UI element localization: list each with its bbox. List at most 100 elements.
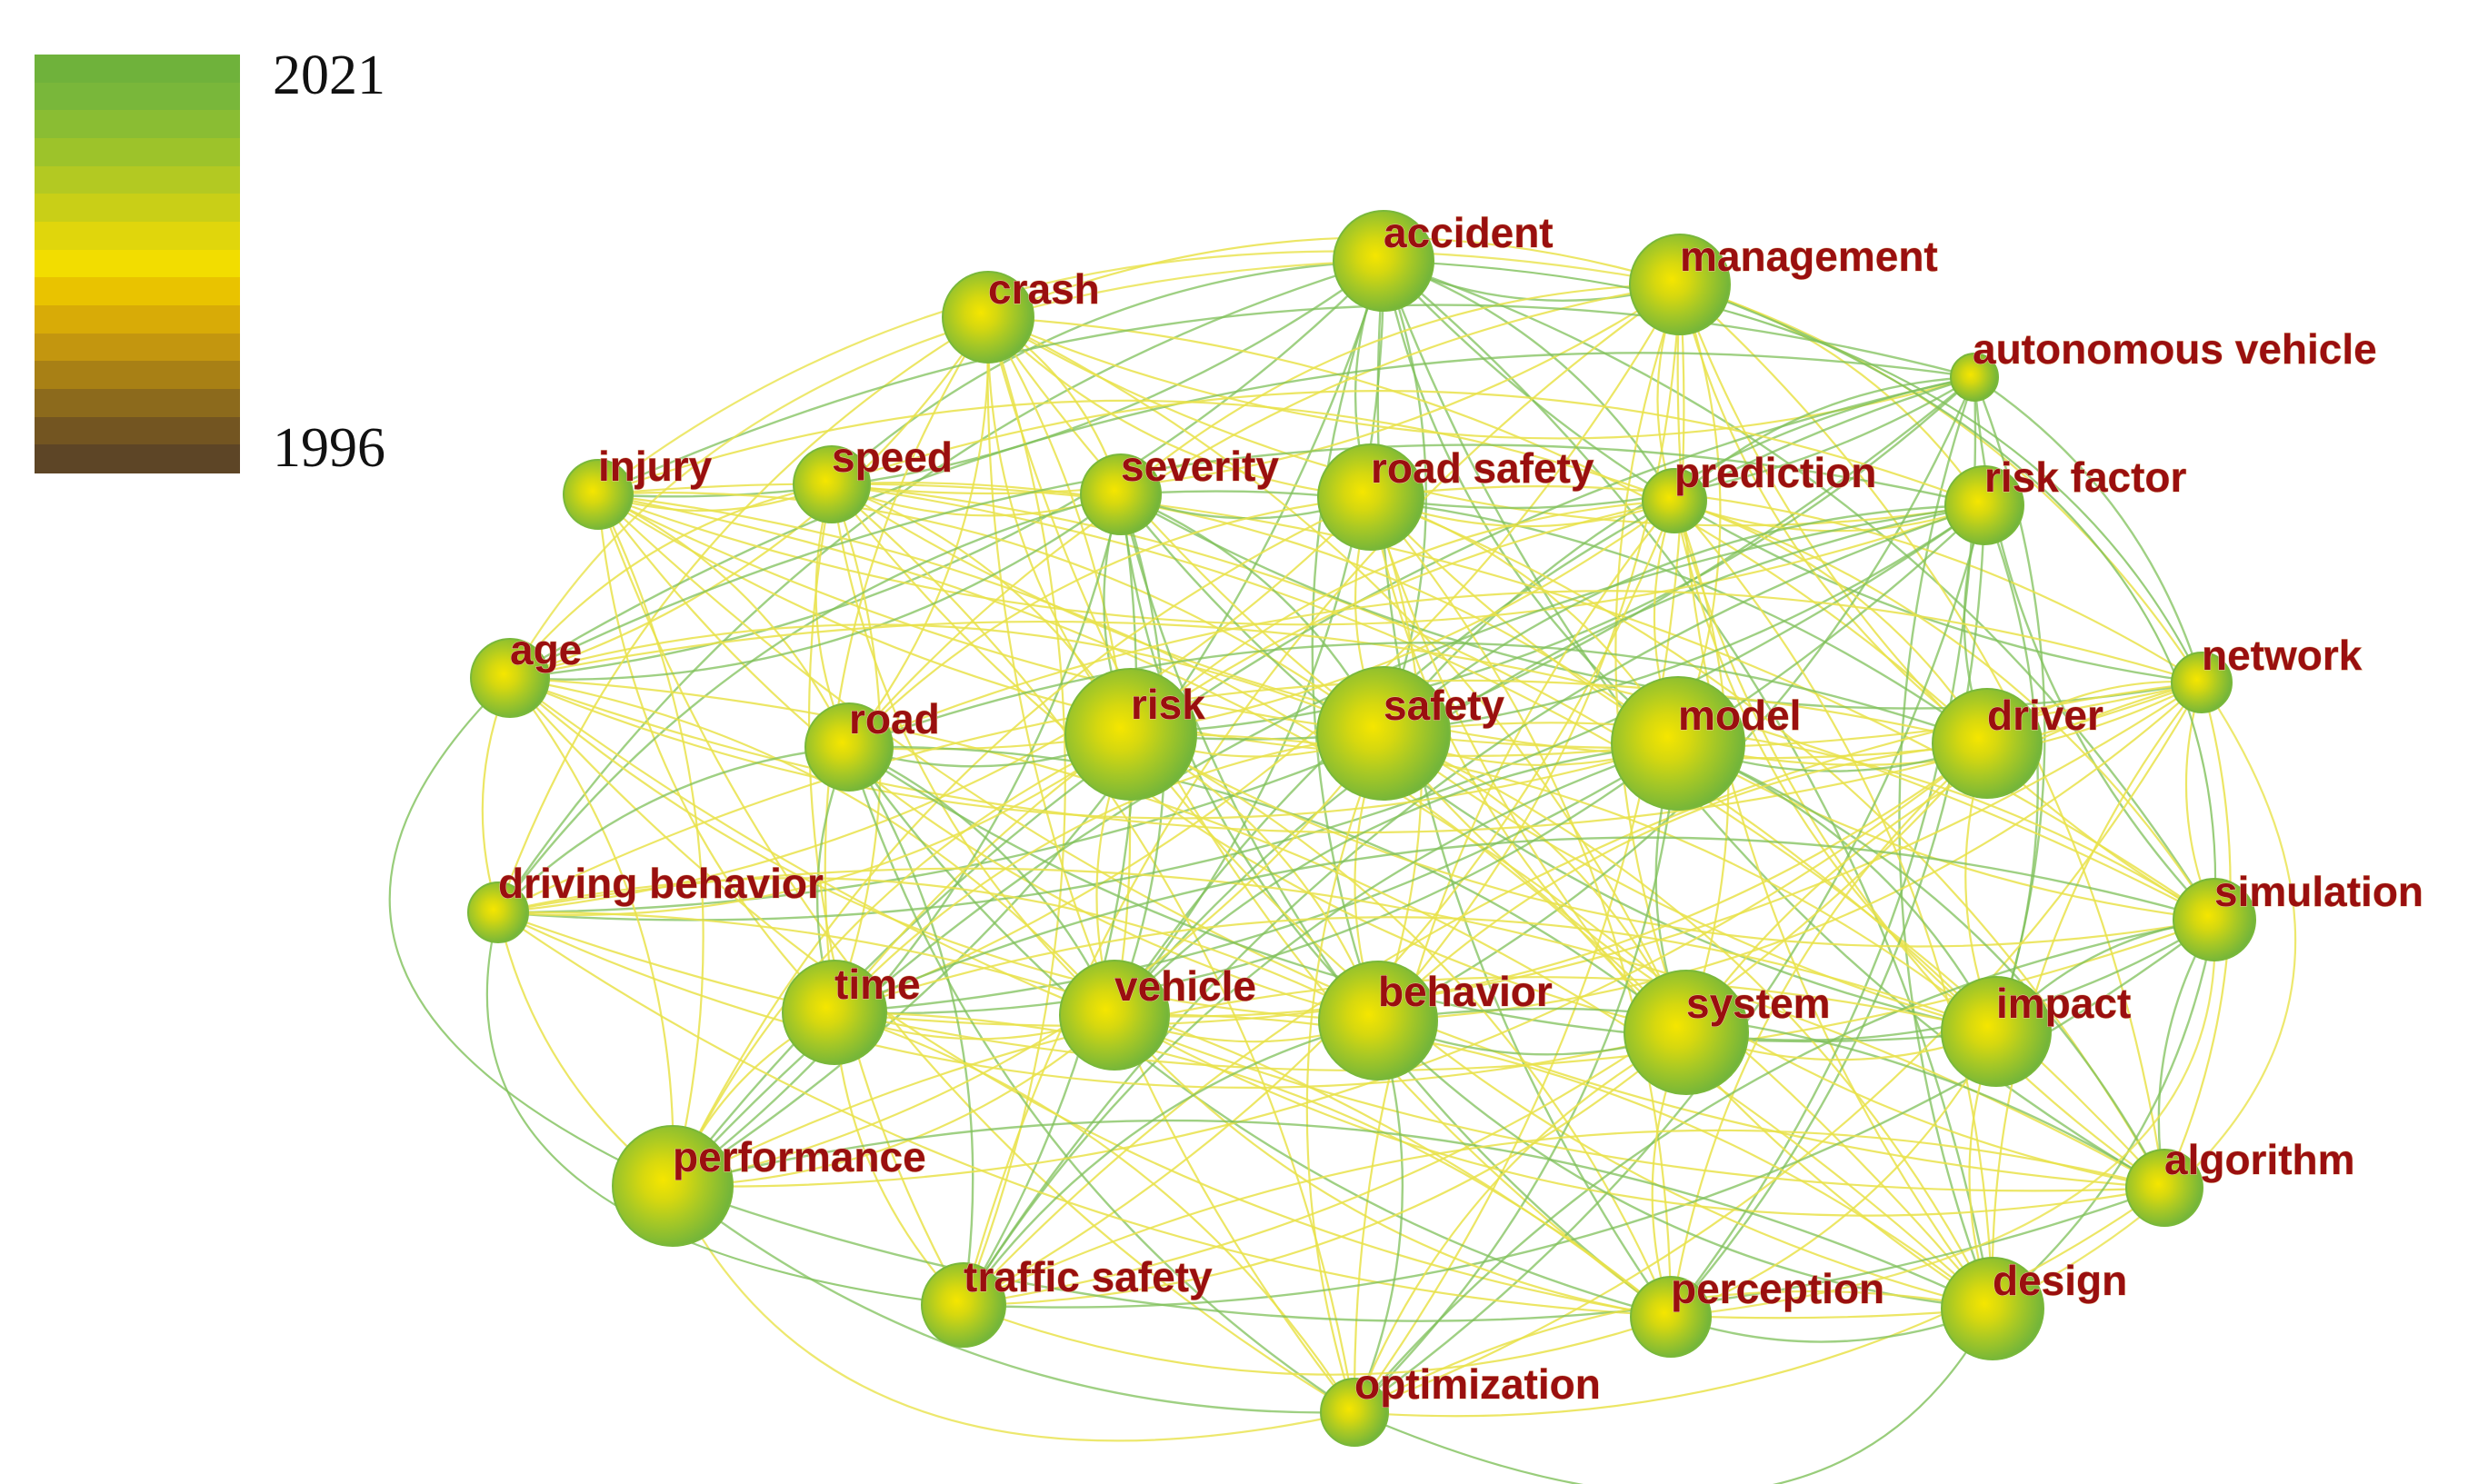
cooccurrence-edge: [1311, 260, 1385, 1021]
node-circle: [1611, 676, 1745, 811]
cooccurrence-edge: [1383, 260, 1994, 1310]
cooccurrence-edge: [834, 1011, 1672, 1318]
node-accident: accident: [1333, 209, 1554, 312]
node-simulation: simulation: [2173, 868, 2424, 961]
node-vehicle: vehicle: [1059, 960, 1257, 1071]
cooccurrence-edge: [1377, 742, 1988, 1021]
cooccurrence-edge: [509, 677, 2165, 1192]
cooccurrence-edge: [1377, 284, 1682, 1021]
node-label: prediction: [1674, 449, 1876, 496]
legend-band: [35, 277, 240, 306]
node-severity: severity: [1080, 443, 1280, 535]
cooccurrence-edge: [1130, 733, 1673, 1318]
node-label: risk: [1131, 681, 1205, 728]
cooccurrence-edge: [509, 676, 1993, 1310]
node-label: driver: [1987, 692, 2103, 739]
cooccurrence-edge: [831, 259, 1384, 485]
node-design: design: [1941, 1257, 2128, 1360]
node-label: safety: [1384, 682, 1504, 729]
cooccurrence-edge: [987, 316, 1985, 527]
cooccurrence-edge: [497, 867, 2165, 1189]
cooccurrence-edge: [597, 493, 2165, 1190]
node-label: performance: [673, 1133, 926, 1180]
cooccurrence-edge: [1674, 499, 1988, 744]
cooccurrence-edge: [962, 503, 1985, 1306]
node-speed: speed: [793, 433, 953, 523]
cooccurrence-edge: [1670, 376, 1977, 1318]
cooccurrence-edge: [834, 916, 1997, 1033]
node-risk-factor: risk factor: [1944, 453, 2187, 545]
node-label: management: [1680, 233, 1938, 280]
cooccurrence-edge: [1130, 499, 1675, 735]
cooccurrence-edge: [509, 677, 1672, 1319]
node-traffic-safety: traffic safety: [921, 1253, 1213, 1348]
cooccurrence-edge: [1130, 733, 1993, 1310]
cooccurrence-edge: [1973, 376, 2203, 683]
cooccurrence-edge: [509, 260, 1384, 680]
node-circle: [1941, 976, 2052, 1087]
cooccurrence-edge: [963, 1031, 1687, 1307]
node-circle: [804, 702, 894, 792]
node-label: autonomous vehicle: [1973, 325, 2377, 373]
cooccurrence-edge: [987, 316, 1372, 499]
legend-band: [35, 194, 240, 223]
cooccurrence-edge: [1120, 490, 1988, 744]
cooccurrence-edge: [509, 259, 1384, 679]
cooccurrence-edge: [834, 742, 1679, 1015]
node-label: road safety: [1371, 444, 1594, 492]
node-label: crash: [988, 265, 1100, 313]
cooccurrence-edge: [1377, 1007, 2165, 1190]
node-label: perception: [1671, 1265, 1884, 1312]
cooccurrence-edge: [1354, 682, 2203, 1414]
cooccurrence-edge: [962, 493, 1138, 1306]
node-circle: [942, 271, 1034, 364]
node-circle: [1630, 1276, 1712, 1358]
cooccurrence-edge: [509, 483, 833, 679]
cooccurrence-edge: [1114, 1014, 1672, 1319]
legend-band: [35, 55, 240, 84]
cooccurrence-edge: [672, 1184, 2165, 1322]
cooccurrence-edge: [1679, 283, 2203, 683]
cooccurrence-edge: [1973, 376, 2215, 921]
cooccurrence-edge: [1130, 376, 1975, 736]
cooccurrence-edge: [509, 443, 1985, 680]
cooccurrence-edge: [1674, 500, 1994, 1310]
cooccurrence-edge: [1120, 283, 1681, 495]
node-performance: performance: [612, 1125, 926, 1247]
cooccurrence-edge: [987, 315, 1988, 744]
cooccurrence-edge: [1983, 504, 2039, 1032]
cooccurrence-edge: [986, 316, 1672, 1318]
node-behavior: behavior: [1318, 961, 1553, 1081]
cooccurrence-edge: [1114, 1014, 2165, 1217]
node-circle: [563, 459, 634, 530]
cooccurrence-edge: [597, 399, 1675, 503]
node-circle: [921, 1262, 1006, 1348]
cooccurrence-edge: [509, 677, 1379, 1022]
cooccurrence-edge: [848, 590, 2203, 749]
cooccurrence-edge: [1114, 742, 1988, 1018]
node-circle: [1932, 688, 2043, 799]
cooccurrence-edge: [1679, 283, 2217, 921]
node-injury: injury: [563, 443, 713, 530]
cooccurrence-edge: [1354, 918, 2215, 1413]
node-circle: [782, 960, 887, 1065]
cooccurrence-edge: [509, 623, 1384, 735]
cooccurrence-edge: [1114, 1013, 1993, 1310]
cooccurrence-edge: [1673, 500, 1997, 1032]
node-circle: [1320, 1378, 1389, 1447]
node-circle: [1950, 353, 1999, 402]
node-label: model: [1678, 692, 1801, 739]
legend-band: [35, 165, 240, 195]
cooccurrence-edge: [963, 1129, 2165, 1306]
cooccurrence-edge: [834, 836, 2215, 1014]
cooccurrence-edge: [987, 316, 1688, 1033]
node-label: injury: [598, 443, 713, 490]
cooccurrence-edge: [597, 493, 1379, 1022]
node-label: behavior: [1378, 968, 1553, 1015]
year-color-legend: 2021 1996: [0, 0, 455, 509]
node-prediction: prediction: [1642, 449, 1877, 533]
cooccurrence-edge: [497, 493, 1122, 913]
node-optimization: optimization: [1320, 1360, 1601, 1447]
node-layer: accident management crash autonomous vehicl…: [467, 209, 2424, 1447]
cooccurrence-edge: [848, 283, 1681, 748]
